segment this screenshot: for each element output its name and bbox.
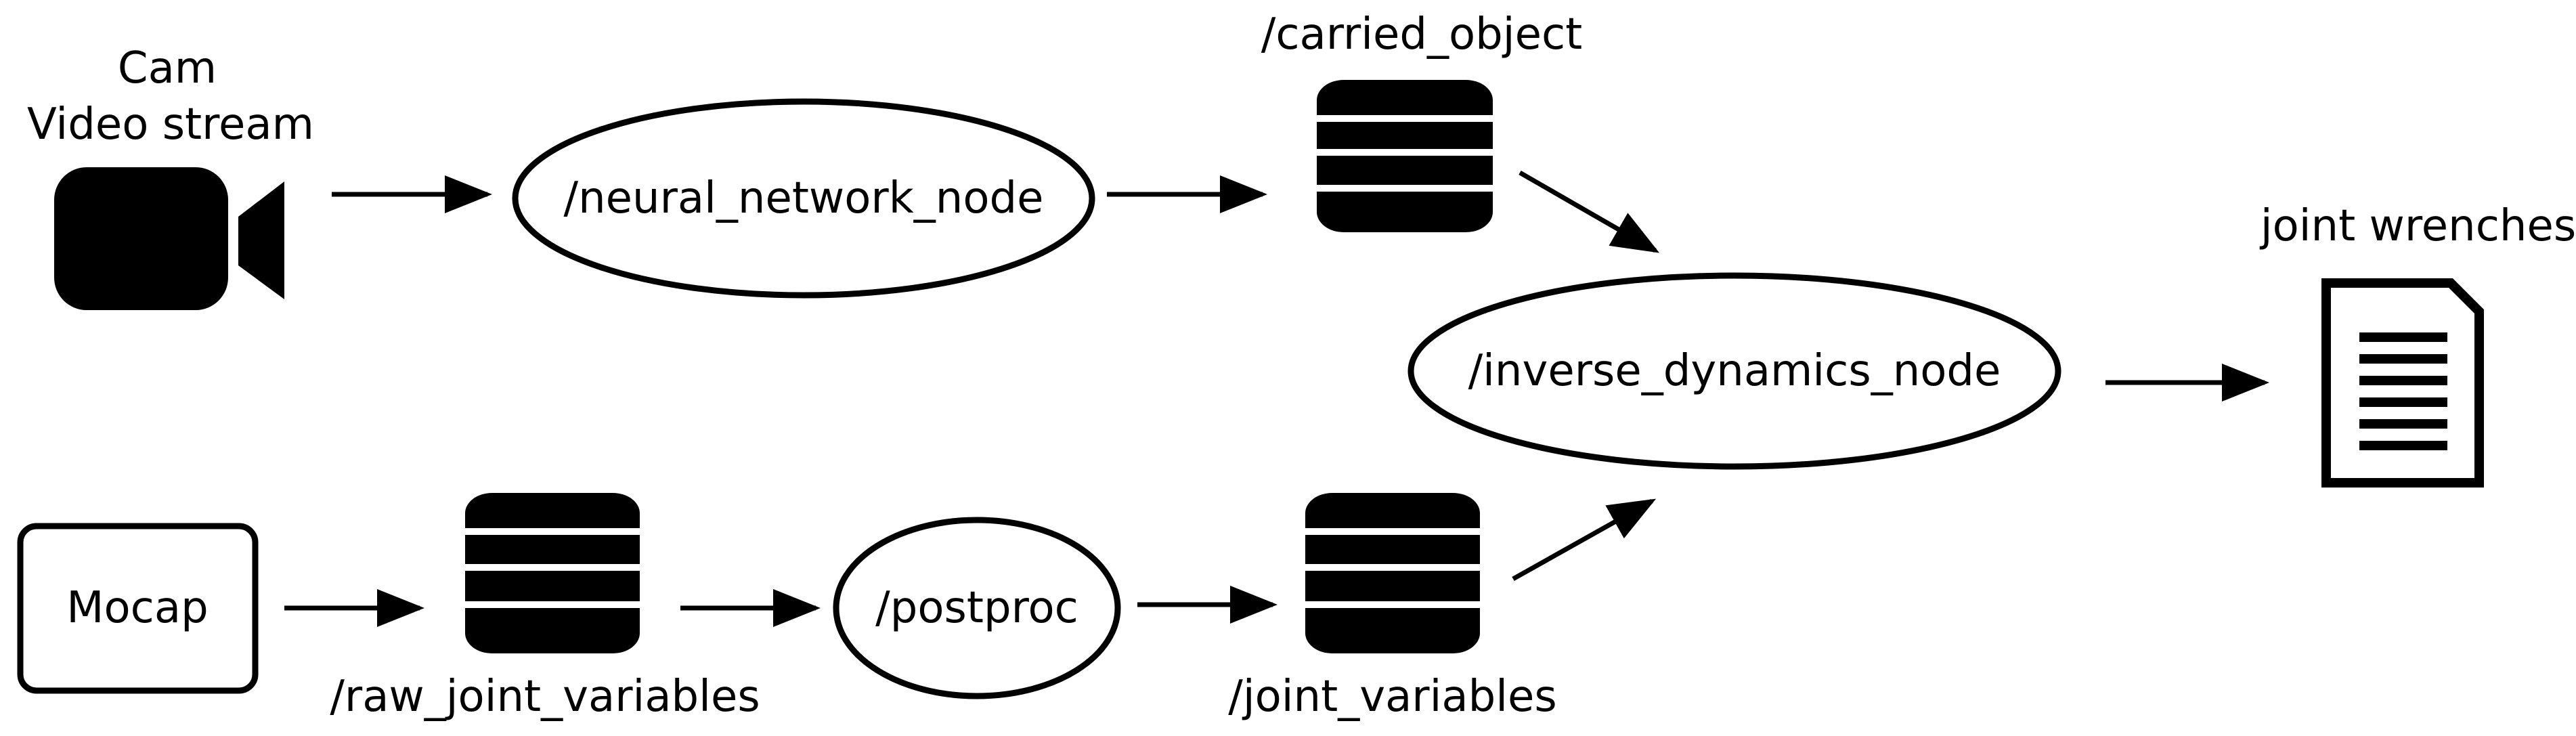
joint-wrenches-label: joint wrenches [2259, 201, 2576, 251]
joint-wrenches-output: joint wrenches [2259, 201, 2576, 488]
video-camera-icon [54, 167, 284, 310]
document-icon [2321, 278, 2484, 488]
postproc-node: /postproc [833, 517, 1121, 699]
inverse-dynamics-node: /inverse_dynamics_node [1407, 272, 2061, 470]
raw-joint-variables-label: /raw_joint_variables [330, 672, 760, 722]
arrow-carried-object-to-inverse-dynamics [1519, 170, 1660, 253]
inverse-dynamics-node-label: /inverse_dynamics_node [1468, 346, 2001, 396]
carried-object-topic: /carried_object [1261, 9, 1582, 232]
neural-network-node: /neural_network_node [512, 98, 1095, 299]
carried-object-label: /carried_object [1261, 9, 1582, 60]
neural-network-node-label: /neural_network_node [564, 173, 1044, 223]
mocap-box: Mocap [17, 523, 259, 694]
camera-label-line2: Video stream [27, 100, 314, 150]
raw-joint-variables-topic: /raw_joint_variables [330, 493, 760, 722]
database-icon [1305, 493, 1480, 653]
joint-variables-label: /joint_variables [1228, 672, 1556, 722]
mocap-label: Mocap [66, 583, 208, 633]
database-icon [465, 493, 640, 653]
database-icon [1317, 80, 1493, 232]
camera-label-line1: Cam [118, 43, 217, 93]
joint-variables-topic: /joint_variables [1228, 493, 1557, 722]
postproc-node-label: /postproc [875, 583, 1078, 633]
camera-group: Cam Video stream [27, 43, 314, 310]
arrow-joint-variables-to-inverse-dynamics [1512, 498, 1657, 582]
